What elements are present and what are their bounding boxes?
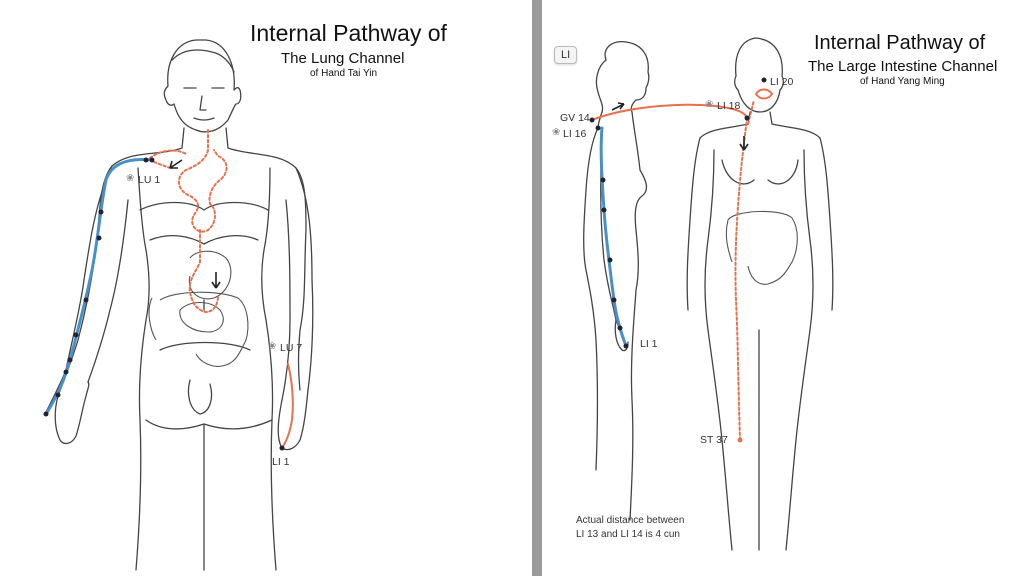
- chest-line: [139, 201, 269, 211]
- gv14-label: GV 14: [560, 112, 590, 124]
- li-meridian-line: [599, 126, 628, 348]
- front-right-body: [785, 149, 814, 551]
- li-internal-neck: [747, 99, 755, 125]
- hair-line: [171, 49, 235, 73]
- lu1-flower-icon: ❀: [126, 173, 135, 184]
- left-arm-outer: [45, 165, 113, 413]
- st37-label: ST 37: [700, 434, 728, 446]
- male-figure-diagram: [43, 39, 314, 571]
- large-intestine-channel-panel: LI Internal Pathway of The Large Intesti…: [542, 0, 1024, 576]
- genital-outline: [187, 379, 213, 415]
- distance-note-line2: LI 13 and LI 14 is 4 cun: [576, 529, 680, 540]
- side-back-head: [595, 59, 607, 129]
- li20-label: LI 20: [770, 76, 794, 88]
- lung-point-dots: [43, 157, 285, 451]
- right-side-body: [261, 167, 277, 571]
- head-outline: [163, 39, 242, 133]
- lu7-flower-icon: ❀: [268, 341, 277, 352]
- lung-meridian-line: [44, 158, 154, 416]
- small-intestine-organ: [179, 301, 224, 333]
- li-arrow-right: [611, 102, 625, 111]
- li-title-line2: The Large Intestine Channel: [808, 58, 998, 75]
- li-title-line3: of Hand Yang Ming: [860, 76, 945, 87]
- li16-flower-icon: ❀: [552, 127, 561, 138]
- right-hand: [277, 389, 309, 451]
- pelvis-line: [145, 419, 273, 430]
- li-title-line1: Internal Pathway of: [814, 32, 986, 54]
- ribcage-line: [149, 234, 259, 245]
- large-intestine-organ: [148, 291, 249, 367]
- lu1-label: LU 1: [138, 174, 161, 186]
- distance-note-line1: Actual distance between: [576, 515, 685, 526]
- side-head-outline: [604, 41, 650, 113]
- li-arrow-down: [739, 136, 749, 151]
- front-neck-shoulder: [699, 111, 821, 139]
- large-intestine-organ-front: [725, 210, 798, 285]
- right-arm-outer: [295, 167, 314, 391]
- abdomen-line: [159, 299, 251, 351]
- li1-label-left: LI 1: [272, 456, 290, 468]
- left-side-body: [135, 167, 150, 571]
- lung-channel-panel: Internal Pathway of The Lung Channel of …: [43, 20, 447, 571]
- side-arm: [600, 139, 627, 347]
- li-tag-button[interactable]: LI: [554, 46, 578, 64]
- stomach-organ: [188, 250, 232, 300]
- side-front: [629, 111, 648, 521]
- lung-arrow-upper: [169, 159, 183, 169]
- li-internal-arc: [591, 103, 748, 121]
- panel-divider: [532, 0, 542, 576]
- face-features: [183, 87, 225, 121]
- lung-arrow-down: [211, 272, 221, 289]
- li16-label: LI 16: [563, 128, 587, 140]
- lung-branch-to-li1: [281, 363, 294, 449]
- li18-label: LI 18: [717, 100, 741, 112]
- left-arm-inner: [87, 199, 129, 383]
- li18-flower-icon: ❀: [705, 99, 714, 110]
- li1-label-right: LI 1: [640, 338, 658, 350]
- li-point-dots: [589, 77, 767, 443]
- lung-internal-pathway-lower: [188, 229, 219, 314]
- right-arm-inner: [281, 199, 291, 401]
- front-chest: [721, 159, 799, 185]
- front-left-arm: [686, 137, 701, 311]
- lu7-label: LU 7: [280, 342, 303, 354]
- side-back: [583, 127, 599, 471]
- female-figures-diagram: [583, 37, 834, 551]
- torso-outline: [57, 127, 307, 397]
- lung-internal-connect: [149, 149, 187, 169]
- left-hand: [54, 381, 90, 445]
- lung-title-line2: The Lung Channel: [281, 50, 405, 67]
- front-right-arm: [819, 137, 834, 311]
- mouth-circle: [754, 88, 774, 100]
- li-internal-descending: [734, 117, 748, 441]
- front-head-outline: [734, 37, 784, 113]
- lung-title-line1: Internal Pathway of: [250, 20, 447, 46]
- lung-internal-pathway-upper: [178, 129, 228, 233]
- front-left-body: [704, 149, 733, 551]
- lung-title-line3: of Hand Tai Yin: [310, 68, 378, 79]
